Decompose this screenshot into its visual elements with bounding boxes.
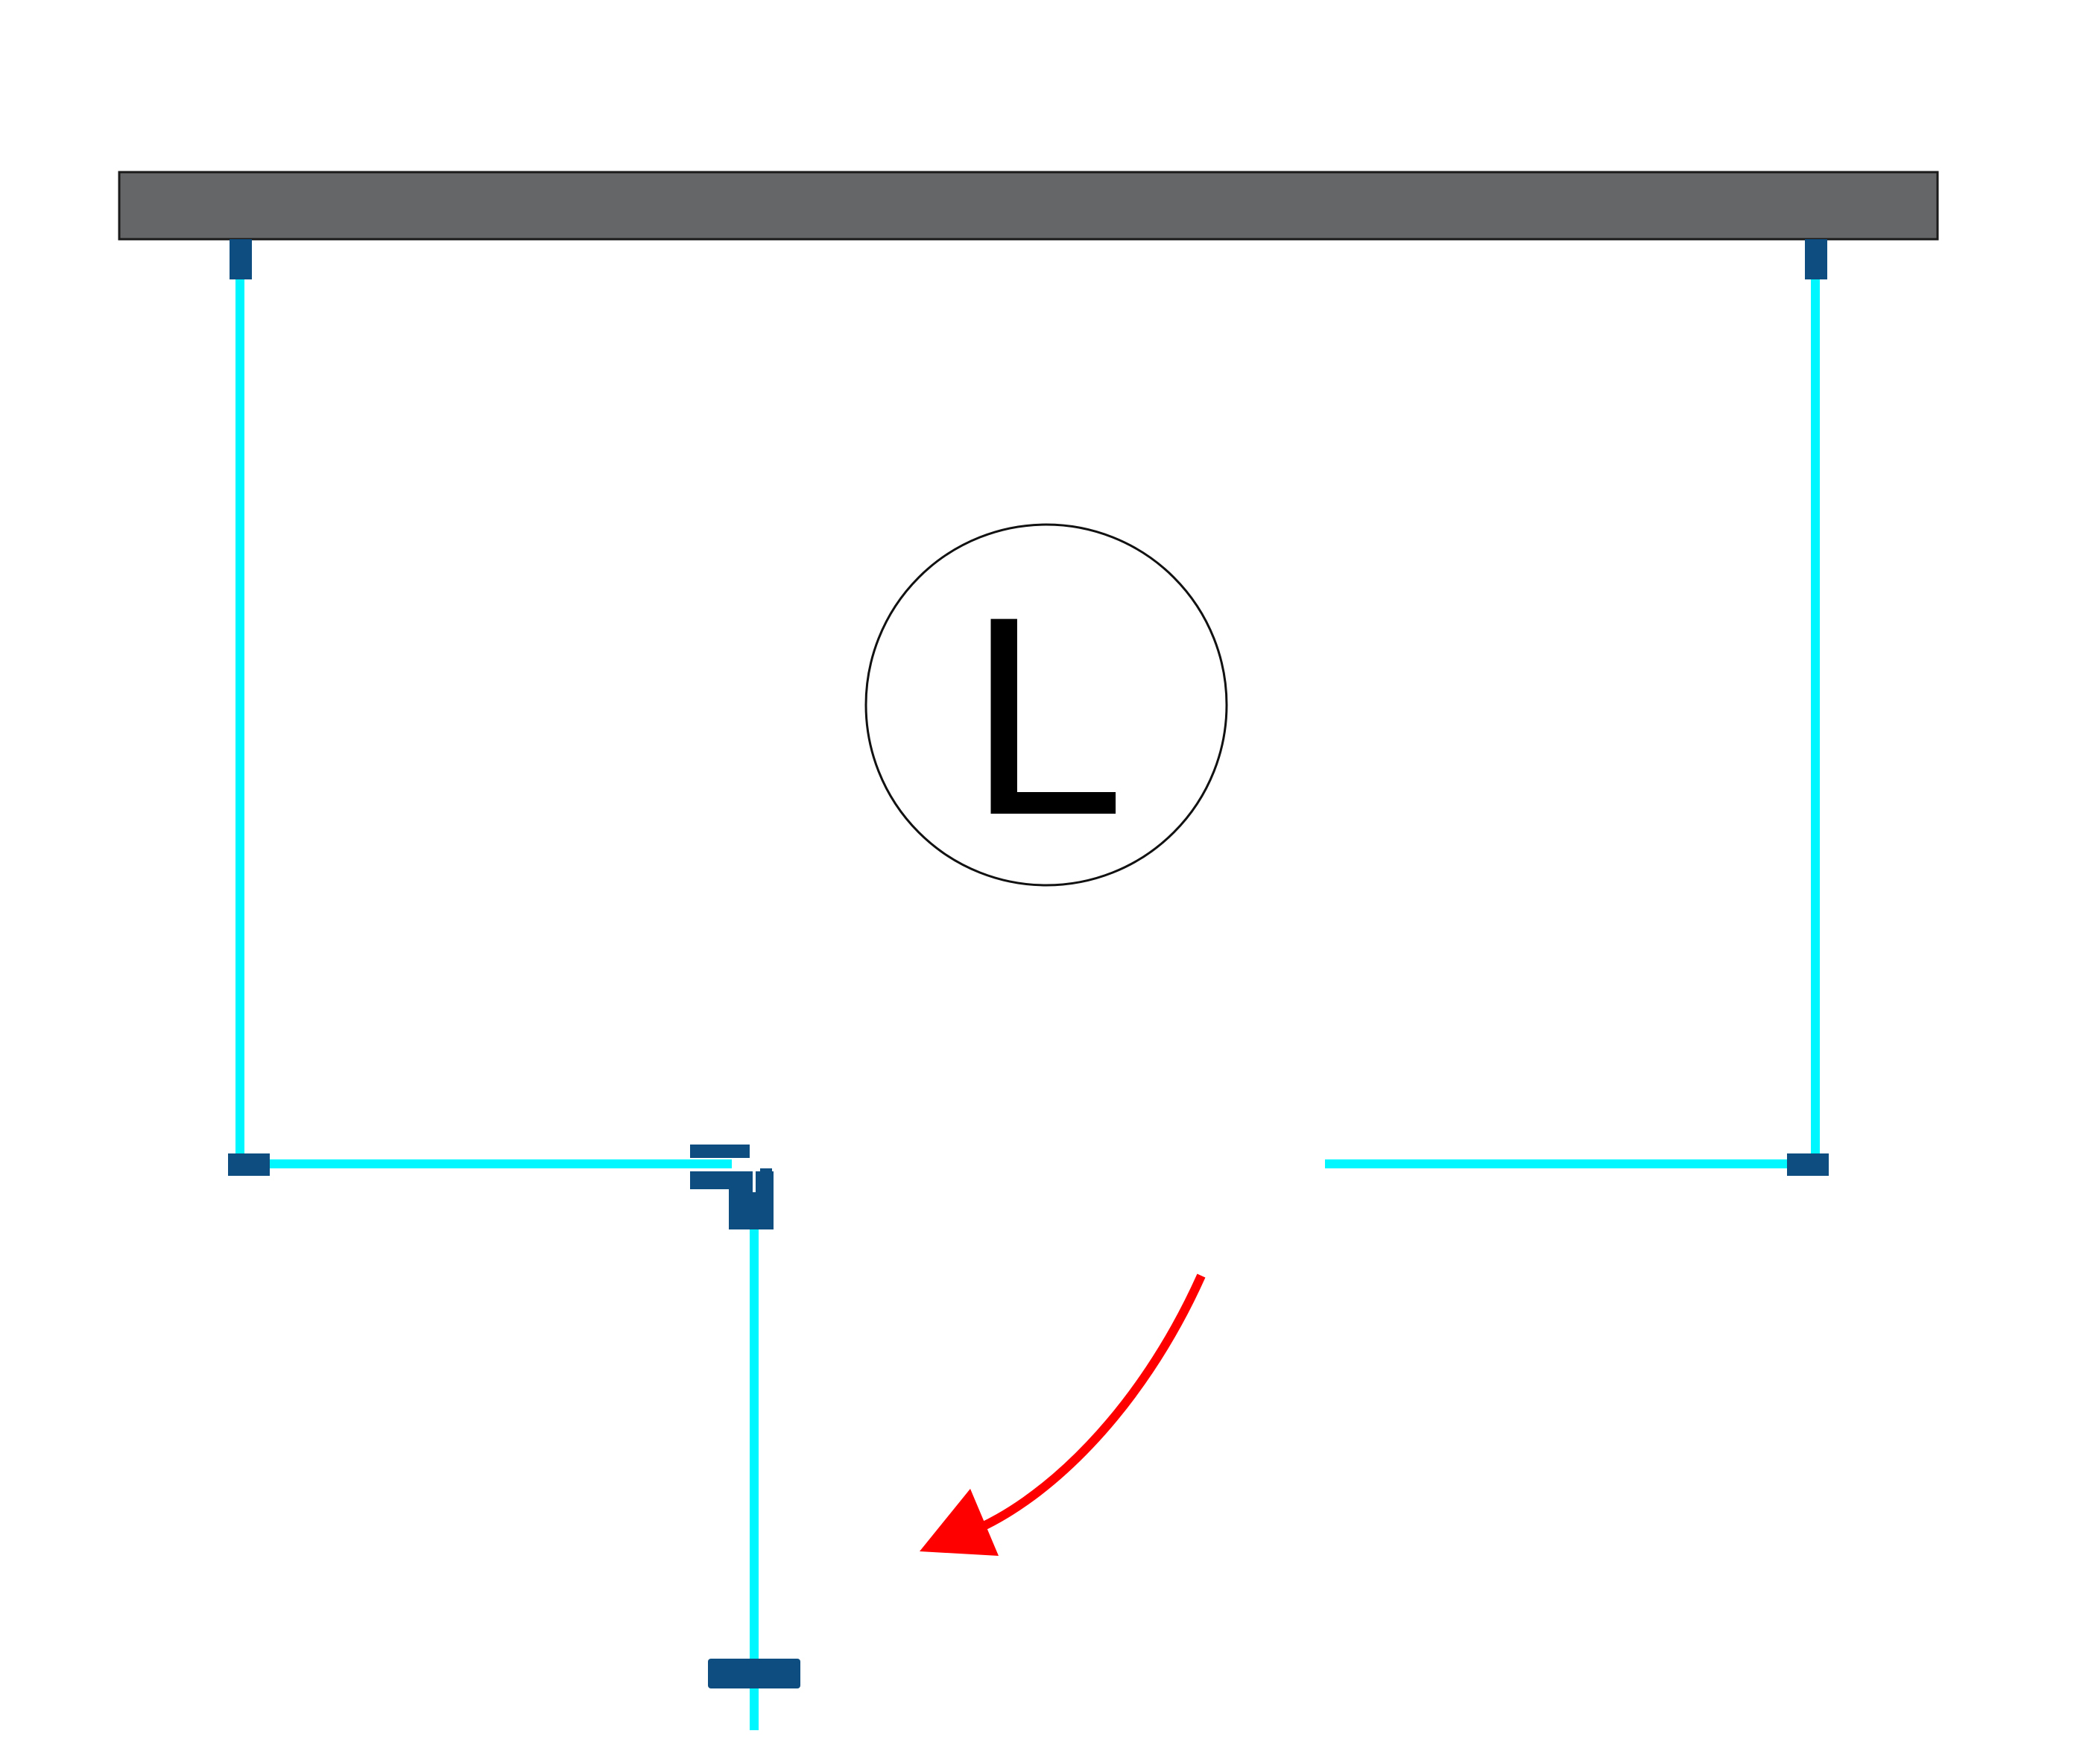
door-handle <box>708 1659 800 1688</box>
door-hinge <box>690 1145 774 1229</box>
wall <box>118 171 1939 241</box>
right-wall-bracket <box>1805 239 1827 279</box>
label-circle <box>864 523 1228 887</box>
left-wall-bracket <box>230 239 252 279</box>
left-corner-connector <box>228 1153 270 1176</box>
right-corner-connector <box>1787 1153 1829 1176</box>
center-label: L <box>967 557 1125 874</box>
curved-arrow-icon <box>920 1273 1206 1556</box>
